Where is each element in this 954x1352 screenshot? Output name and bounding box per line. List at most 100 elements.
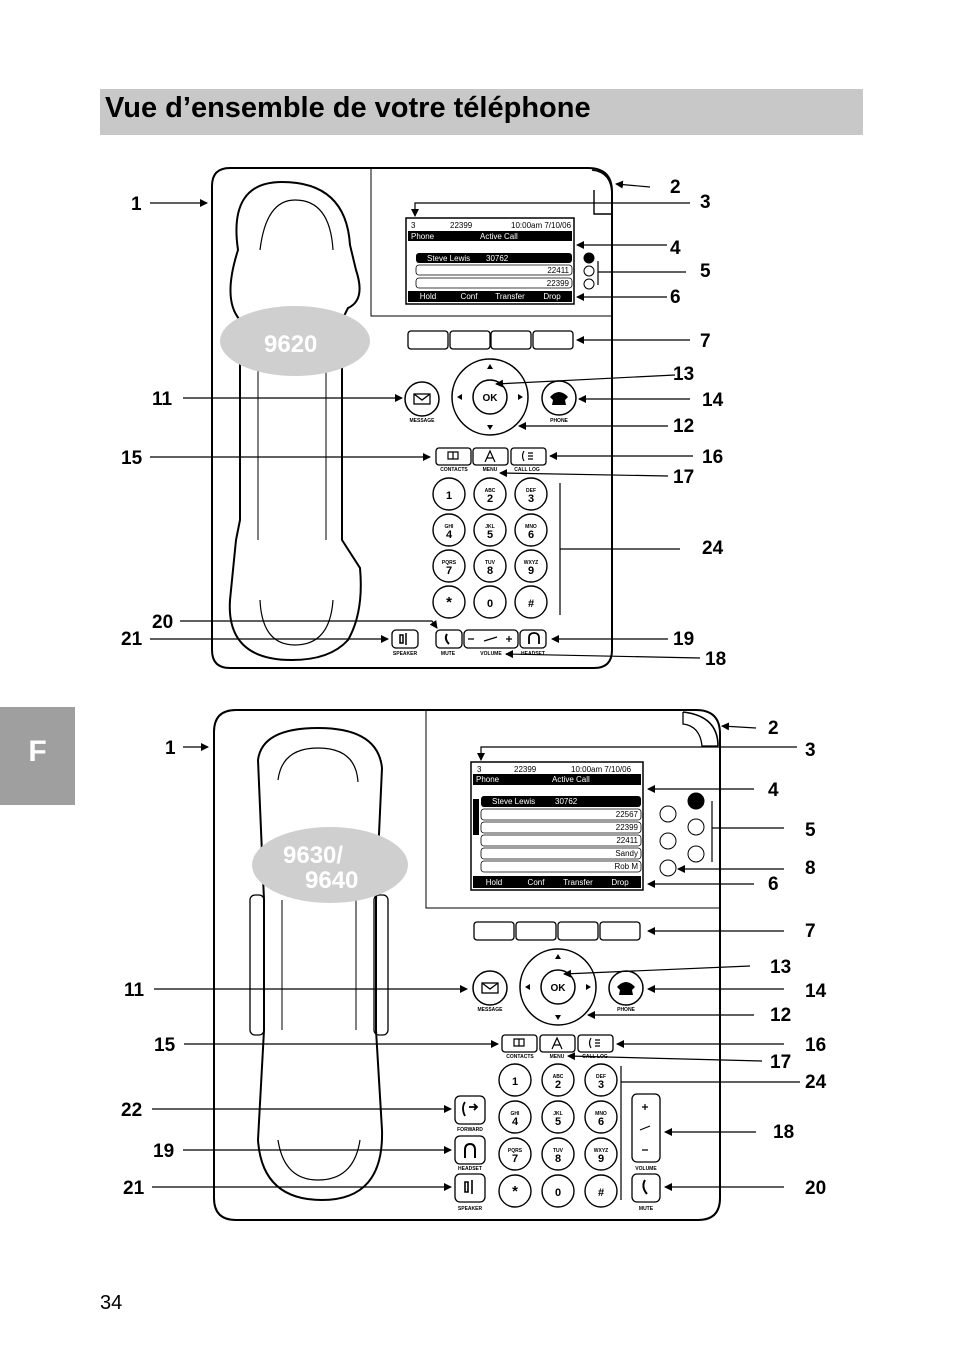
keypad-key[interactable] (473, 477, 507, 511)
keypad-key[interactable] (498, 1100, 532, 1134)
line-button[interactable] (659, 805, 677, 823)
headset-button[interactable] (454, 1135, 486, 1165)
speaker-button[interactable] (454, 1173, 486, 1203)
screen-subtitle: Active Call (552, 775, 590, 784)
navigation-cluster-9620[interactable] (451, 358, 529, 436)
keypad-key[interactable] (514, 477, 548, 511)
status-extension: 22399 (514, 765, 537, 774)
callout-label: 5 (700, 261, 711, 282)
keypad-key[interactable] (514, 585, 548, 619)
keypad-letters: ABC (553, 1074, 564, 1080)
keypad-digit: * (512, 1183, 518, 1200)
callout-numbers-9620: 1 2 3 4 5 6 7 13 11 14 12 15 16 17 24 20… (121, 177, 726, 670)
menu-button[interactable] (472, 447, 509, 466)
menu-button[interactable] (539, 1034, 576, 1053)
keypad-key[interactable] (432, 549, 466, 583)
message-button[interactable] (404, 381, 440, 417)
line-button[interactable] (687, 792, 705, 810)
message-button[interactable] (472, 970, 508, 1006)
display-9620: 3 22399 10:00am 7/10/06 Phone Active Cal… (405, 217, 595, 305)
keypad-key[interactable] (514, 513, 548, 547)
callout-label: 18 (705, 649, 726, 670)
callout-label: 11 (124, 980, 145, 1001)
keypad-key[interactable] (498, 1174, 532, 1208)
keypad-digit: 4 (512, 1116, 519, 1128)
keypad-key[interactable] (584, 1137, 618, 1171)
keypad-key[interactable] (541, 1137, 575, 1171)
keypad-key[interactable] (514, 549, 548, 583)
keypad-key[interactable] (584, 1100, 618, 1134)
keypad-key[interactable] (432, 513, 466, 547)
keypad-key[interactable] (584, 1174, 618, 1208)
menu-icon (551, 1036, 563, 1050)
keypad-key[interactable] (473, 585, 507, 619)
ok-button[interactable]: OK (483, 393, 499, 404)
volume-label: VOLUME (480, 651, 502, 657)
callout-numbers-9630: 1 2 3 4 5 8 6 7 13 11 14 12 15 16 17 24 … (121, 718, 827, 1199)
keypad-key[interactable] (584, 1063, 618, 1097)
book-icon (513, 1038, 525, 1047)
line-button[interactable] (583, 252, 595, 264)
callout-label: 4 (768, 780, 779, 801)
keypad-letters: GHI (511, 1111, 521, 1117)
status-line-count: 3 (411, 221, 416, 230)
keypad-key[interactable] (432, 585, 466, 619)
keypad-letters: TUV (485, 560, 496, 566)
ok-button[interactable]: OK (551, 983, 567, 994)
softkey-button[interactable] (532, 330, 574, 350)
line-button[interactable] (659, 859, 677, 877)
keypad-key[interactable] (498, 1137, 532, 1171)
forward-button[interactable] (454, 1095, 486, 1125)
line-button[interactable] (687, 845, 705, 863)
mute-button[interactable] (435, 629, 463, 649)
softkey-button[interactable] (407, 330, 449, 350)
softkey-button[interactable] (599, 921, 641, 941)
line-button[interactable] (583, 278, 595, 290)
screen-title: Phone (476, 775, 500, 784)
softkey-button[interactable] (557, 921, 599, 941)
keypad-digit: 4 (446, 529, 453, 541)
callout-lines-9620 (150, 180, 701, 659)
volume-icon (468, 636, 512, 642)
speaker-label: SPEAKER (393, 651, 418, 657)
softkey-button[interactable] (515, 921, 557, 941)
keypad-letters: TUV (553, 1148, 564, 1154)
softkey-buttons-9630 (473, 921, 641, 941)
softkey-button[interactable] (449, 330, 491, 350)
mute-button[interactable] (631, 1173, 661, 1203)
keypad-key[interactable] (541, 1063, 575, 1097)
call-log-label: CALL LOG (514, 467, 540, 473)
callout-label: 5 (805, 820, 816, 841)
keypad-key[interactable] (498, 1063, 532, 1097)
softkey-button[interactable] (490, 330, 532, 350)
forward-icon (462, 1101, 479, 1117)
callout-label: 19 (673, 629, 694, 650)
keypad-digit: 1 (446, 490, 452, 502)
keypad-key[interactable] (473, 549, 507, 583)
navigation-cluster-9630[interactable] (519, 948, 597, 1026)
keypad-key[interactable] (473, 513, 507, 547)
call-line: 22567 (616, 810, 639, 819)
keypad-key[interactable] (432, 477, 466, 511)
line-button[interactable] (583, 265, 595, 277)
softkey-label: Transfer (495, 292, 525, 301)
envelope-icon (481, 982, 499, 994)
softkey-label: Transfer (563, 878, 593, 887)
callout-label: 18 (773, 1122, 794, 1143)
keypad-key[interactable] (541, 1100, 575, 1134)
callout-label: 7 (700, 331, 711, 352)
keypad-key[interactable] (541, 1174, 575, 1208)
line-button[interactable] (687, 818, 705, 836)
volume-icon (639, 1104, 651, 1151)
softkey-label: Conf (528, 878, 546, 887)
forward-label: FORWARD (457, 1127, 483, 1133)
mute-label: MUTE (639, 1206, 654, 1212)
line-button[interactable] (659, 832, 677, 850)
callout-label: 3 (700, 192, 711, 213)
keypad-digit: 9 (598, 1153, 604, 1165)
softkey-button[interactable] (473, 921, 515, 941)
speaker-button[interactable] (391, 629, 419, 649)
callout-label: 13 (673, 364, 694, 385)
language-tab: F (0, 707, 75, 805)
